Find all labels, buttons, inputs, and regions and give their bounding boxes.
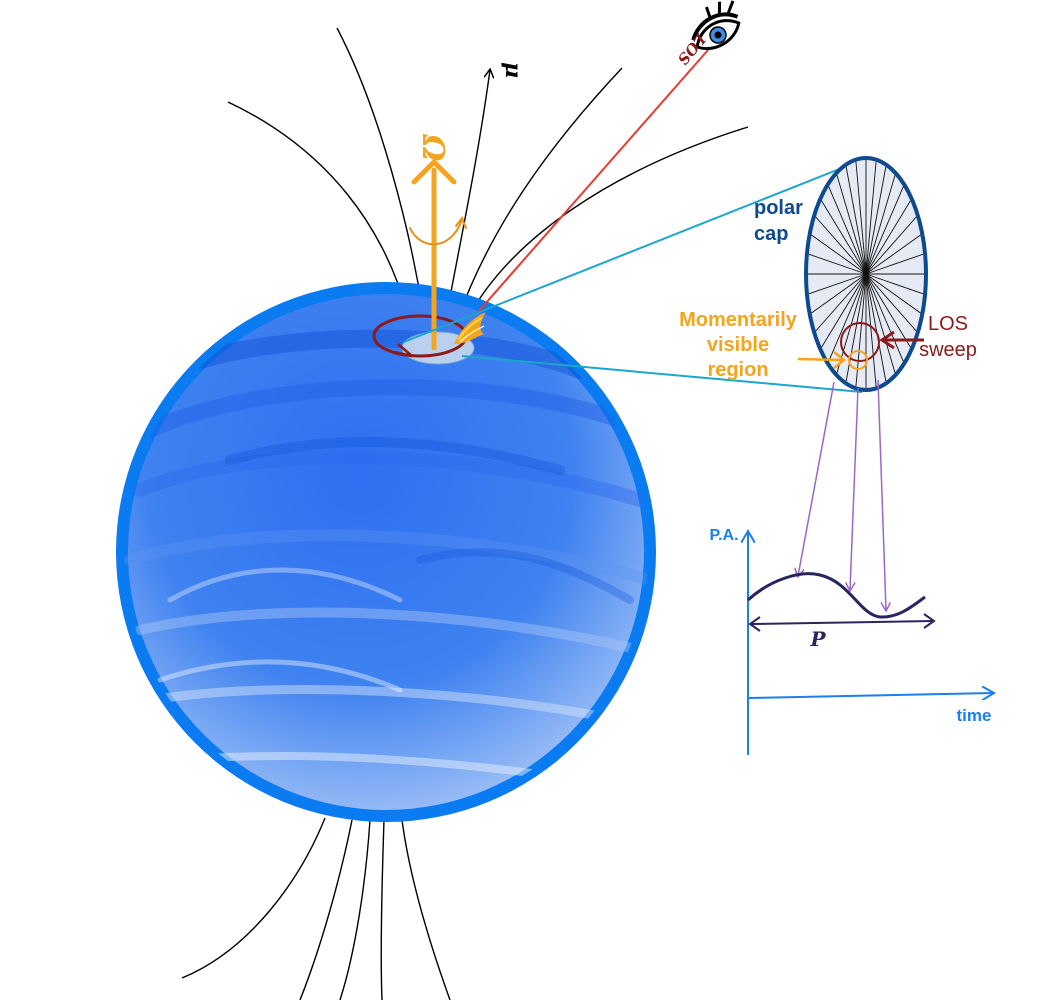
visible-region-label-1: Momentarily: [679, 309, 798, 331]
polar-cap-spoke: [865, 273, 911, 348]
polar-cap-spoke: [836, 175, 867, 275]
time-axis-label: time: [957, 706, 992, 725]
pa-curve: [746, 572, 926, 619]
los-sweep-circle: [840, 322, 880, 370]
mapping-arrows: [798, 379, 886, 610]
los-sweep-label-1: LOS: [928, 313, 968, 335]
polar-cap-label-1: polar: [754, 197, 803, 219]
los-sweep-label-2: sweep: [919, 339, 977, 361]
period-label: P: [809, 627, 826, 651]
polar-cap-spoke: [811, 234, 867, 275]
polar-cap-spoke: [865, 234, 921, 275]
visible-region-label-2: visible: [707, 334, 769, 356]
polar-cap-spoke: [821, 200, 867, 275]
polar-cap-spoke: [865, 253, 924, 275]
rotation-axis: [409, 158, 467, 351]
omega-label: Ω: [415, 134, 450, 162]
polar-cap-spoke: [865, 175, 896, 275]
polar-cap-spoke: [865, 273, 877, 387]
polar-cap-spoke: [865, 273, 917, 332]
polar-cap-spoke: [845, 166, 867, 275]
polar-cap-spoke: [865, 273, 904, 362]
visible-region-label-3: region: [707, 359, 768, 381]
polar-cap-spoke: [865, 186, 904, 275]
emission-flame: [454, 312, 486, 344]
polar-cap-spoke: [828, 273, 867, 362]
visible-region-arrow: [797, 351, 847, 369]
field-lines-south: [181, 817, 451, 1000]
polar-cap-spoke: [865, 273, 896, 373]
polar-cap-spoke: [836, 273, 867, 373]
polar-cap-spoke: [865, 273, 887, 382]
los-sweep-arrow: [879, 330, 924, 350]
polar-cap-spoke: [865, 166, 887, 275]
projection-lines: [403, 159, 863, 393]
line-of-sight: [477, 49, 709, 313]
polar-cap-spoke: [865, 161, 877, 275]
polar-cap-spoke: [855, 161, 867, 275]
polar-cap-spoke: [811, 273, 867, 314]
polar-cap-spoke: [828, 186, 867, 275]
polar-cap-zoom: [804, 156, 928, 392]
polar-cap-spoke: [855, 273, 867, 387]
polar-cap-spoke: [865, 216, 917, 275]
polar-cap-spoke: [808, 273, 867, 295]
neutron-star: [116, 282, 656, 822]
period-arrow: [748, 613, 936, 632]
polar-cap-spoke: [865, 200, 911, 275]
pa-time-axes: [748, 532, 993, 755]
polar-cap-spoke: [815, 216, 867, 275]
polar-cap-spoke: [865, 273, 921, 314]
polar-cap-spoke: [821, 273, 867, 348]
polar-cap-spoke: [815, 273, 867, 332]
polar-cap-spoke: [808, 253, 867, 275]
mu-label: μ: [500, 62, 526, 78]
polar-cap-spoke: [865, 273, 924, 295]
field-lines-north: [227, 27, 749, 319]
polar-cap-label-2: cap: [754, 223, 788, 245]
pa-axis-label: P.A.: [709, 527, 738, 544]
eye-icon: [691, 0, 741, 50]
